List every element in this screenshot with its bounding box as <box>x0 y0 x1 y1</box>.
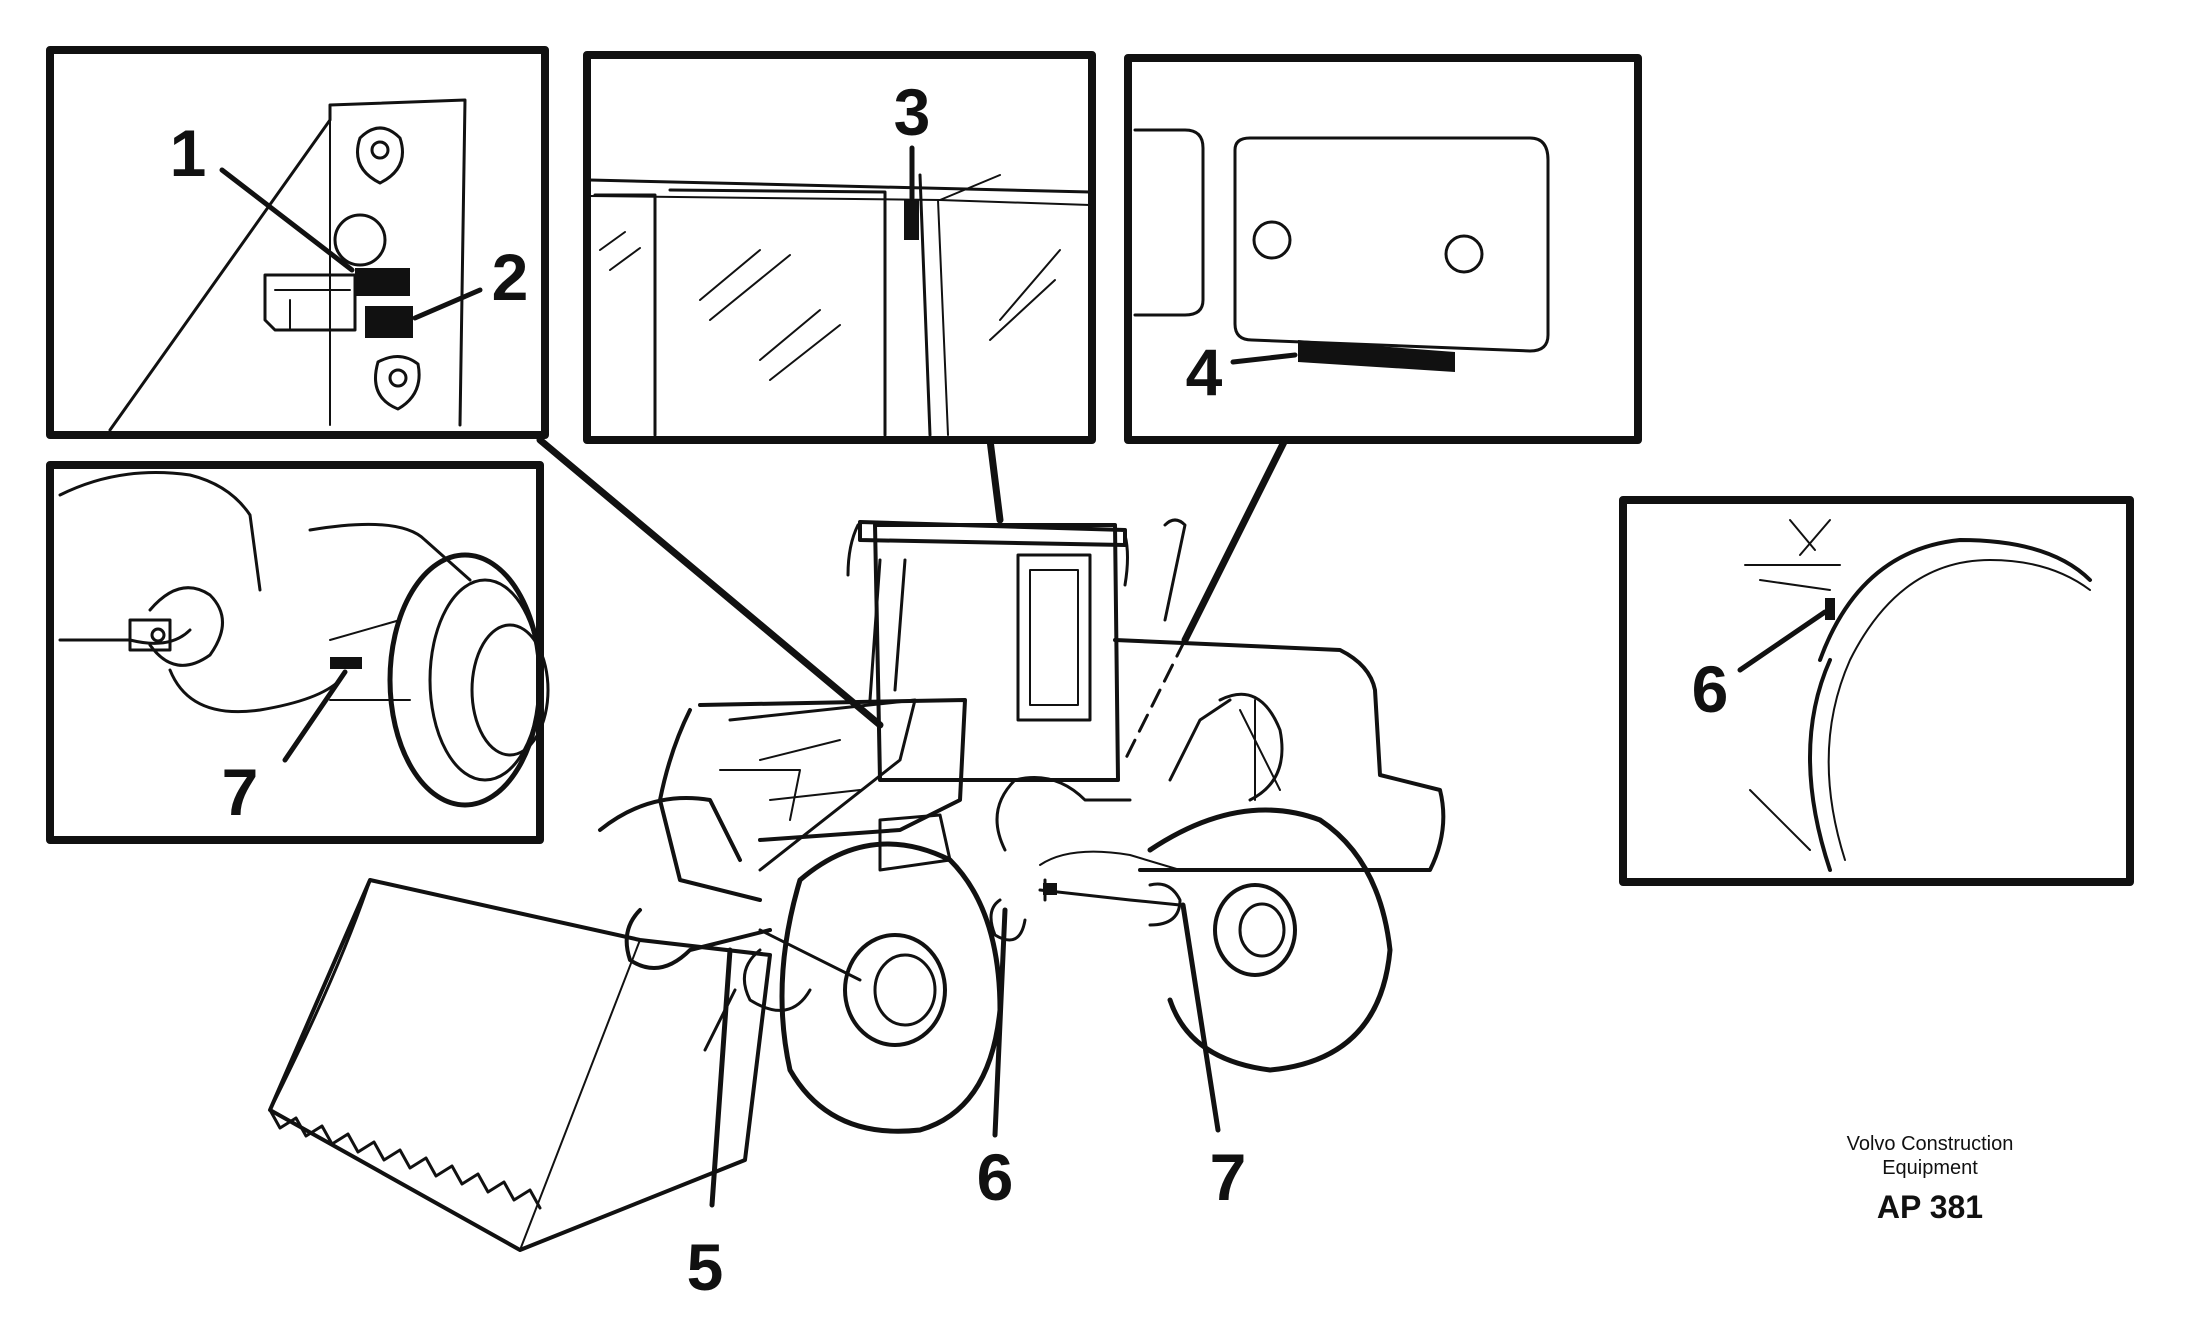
detail-panel-4 <box>1124 54 1642 444</box>
detail-panel-3 <box>583 51 1096 444</box>
callout-5: 5 <box>687 1230 724 1304</box>
detail-panel-6 <box>1619 496 2134 886</box>
label-7-decal <box>330 657 362 669</box>
detail-panel-1-2 <box>46 46 549 439</box>
label-6-decal <box>1825 598 1835 620</box>
wheel-loader-illustration <box>268 436 1446 1252</box>
drawing-code: AP 381 <box>1876 1189 1984 1225</box>
callout-6-detail: 6 <box>1692 652 1729 726</box>
brand-line-2: Equipment <box>1882 1157 1978 1179</box>
label-1-decal <box>355 268 410 296</box>
brand-line-1: Volvo Construction <box>1846 1133 2014 1155</box>
callout-3: 3 <box>894 75 931 149</box>
callout-4: 4 <box>1186 335 1223 409</box>
label-3-decal <box>904 200 919 240</box>
callout-6-main: 6 <box>977 1140 1014 1214</box>
callout-7-main: 7 <box>1210 1140 1247 1214</box>
label-2-decal <box>365 306 413 338</box>
label-4-decal <box>1298 340 1455 372</box>
callout-7-detail: 7 <box>222 755 259 829</box>
callout-1: 1 <box>170 116 207 190</box>
detail-panel-7 <box>46 461 550 844</box>
callout-2: 2 <box>492 240 529 314</box>
